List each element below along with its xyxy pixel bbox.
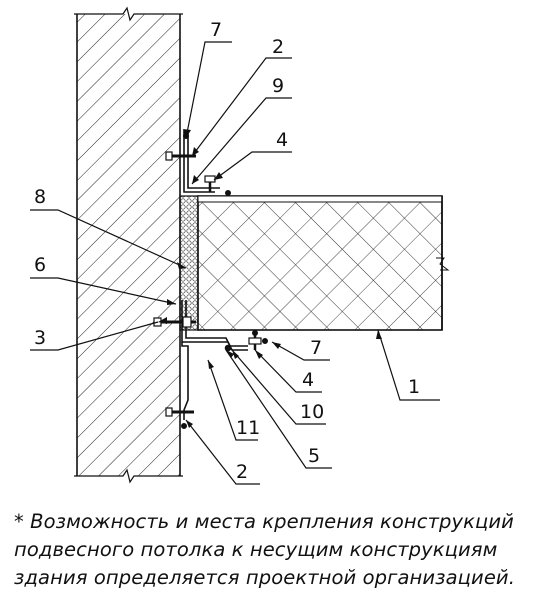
leader-9 <box>191 97 292 185</box>
callout-1: 1 <box>408 376 420 398</box>
callout-6: 6 <box>34 254 46 276</box>
leader-7-mid <box>271 341 330 361</box>
callout-7-mid: 7 <box>310 337 322 359</box>
leader-2-top <box>191 57 292 157</box>
callout-3: 3 <box>34 327 46 349</box>
leader-3 <box>30 321 159 351</box>
callout-labels: 7 2 9 4 8 6 3 7 4 1 10 11 5 2 <box>34 19 420 483</box>
top-profile <box>165 130 232 197</box>
leader-8 <box>30 209 187 269</box>
leader-lines <box>30 41 440 485</box>
footnote: * Возможность и места крепления конструк… <box>14 508 534 592</box>
leader-4-top <box>213 151 292 181</box>
leader-7-top <box>185 41 232 139</box>
leader-10 <box>231 349 326 425</box>
footnote-line-3: здания определяется проектной организаци… <box>14 566 515 589</box>
leader-11 <box>207 359 258 441</box>
leader-1 <box>377 329 440 401</box>
leader-5 <box>225 349 332 469</box>
callout-11: 11 <box>236 417 260 439</box>
ceiling-panel <box>197 195 450 331</box>
callout-7-top: 7 <box>210 19 222 41</box>
bottom-profile <box>153 300 268 429</box>
callout-2-top: 2 <box>272 36 284 58</box>
callout-9: 9 <box>272 75 284 97</box>
callout-10: 10 <box>300 401 324 423</box>
leader-2-bottom <box>185 419 260 485</box>
callout-4-mid: 4 <box>302 369 314 391</box>
footnote-line-1: * Возможность и места крепления конструк… <box>14 510 514 533</box>
section-drawing: 7 2 9 4 8 6 3 7 4 1 10 11 5 2 <box>30 6 450 485</box>
callout-8: 8 <box>34 186 46 208</box>
callout-5: 5 <box>308 445 320 467</box>
wall <box>74 6 183 484</box>
callout-2-bottom: 2 <box>236 461 248 483</box>
leader-6 <box>30 277 177 305</box>
arrow-heads <box>158 129 382 428</box>
leader-4-mid <box>254 349 322 393</box>
footnote-line-2: подвесного потолка к несущим конструкция… <box>14 538 498 561</box>
callout-4-top: 4 <box>276 129 288 151</box>
